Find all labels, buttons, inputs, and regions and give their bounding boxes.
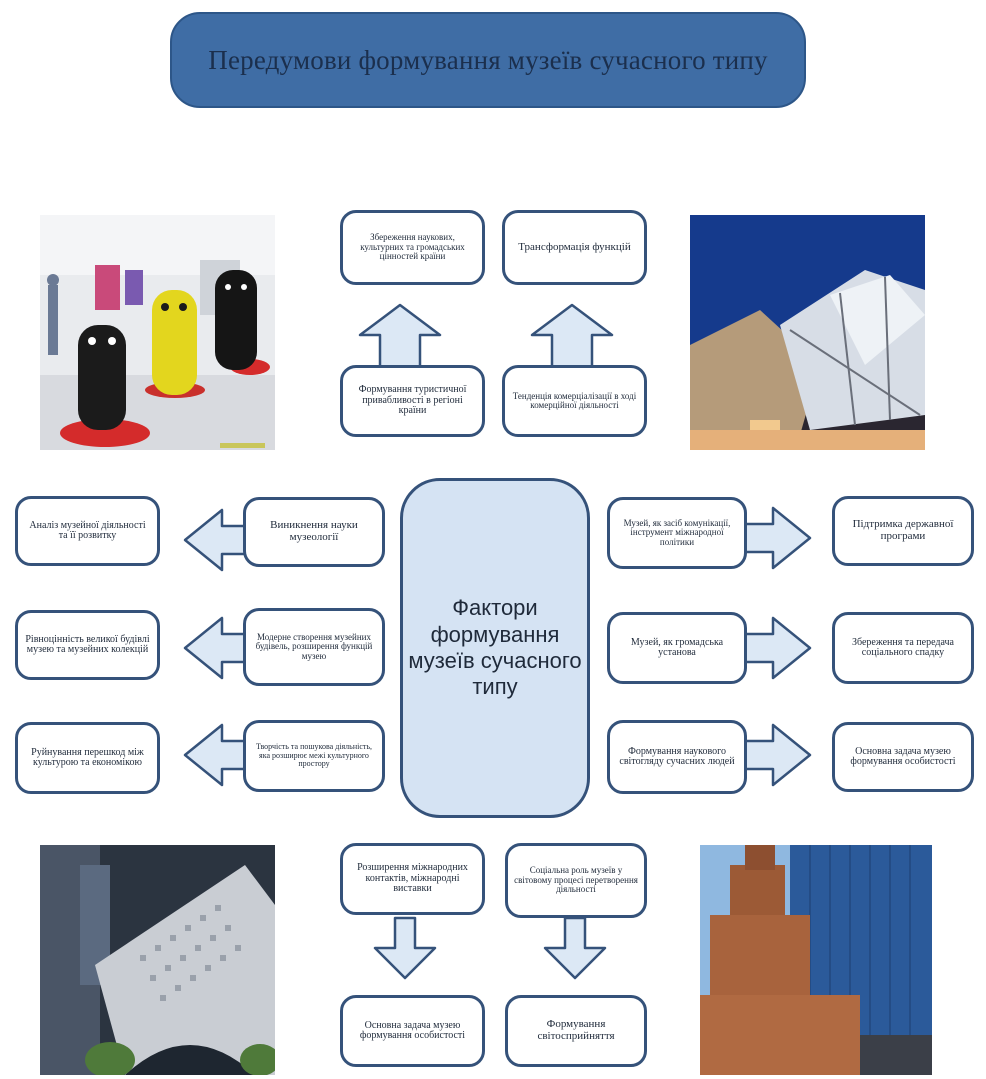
central-label: Фактори формування музеїв сучасного типу [408, 595, 582, 700]
arrow-down-right [543, 916, 607, 980]
perforated-museum-building-photo [40, 845, 275, 1075]
bottom-source-box-2: Соціальна роль музеїв у світовому процес… [505, 843, 647, 918]
crystal-museum-night-photo [690, 215, 925, 450]
bottom-source-box-1: Розширення міжнародних контактів, міжнар… [340, 843, 485, 915]
right-source-box-3: Формування наукового світогляду сучасних… [607, 720, 747, 794]
right-source-box-1: Музей, як засіб комунікації, інструмент … [607, 497, 747, 569]
right-outcome-box-2: Збереження та передача соціального спадк… [832, 612, 974, 684]
left-outcome-box-3: Руйнування перешкод між культурою та еко… [15, 722, 160, 794]
gallery-sculptures-photo [40, 215, 275, 450]
left-outcome-box-2: Рівноцінність великої будівлі музею та м… [15, 610, 160, 680]
right-outcome-box-3: Основна задача музею формування особисто… [832, 722, 974, 792]
brick-sculpture-tower-photo [700, 845, 932, 1075]
arrow-left-1 [183, 508, 252, 572]
arrow-right-3 [738, 723, 812, 787]
left-outcome-box-1: Аналіз музейної діяльності та її розвитк… [15, 496, 160, 566]
arrow-up-right [530, 303, 614, 374]
right-outcome-box-1: Підтримка державної програми [832, 496, 974, 566]
bottom-outcome-box-1: Основна задача музею формування особисто… [340, 995, 485, 1067]
arrow-left-2 [183, 616, 252, 680]
top-source-box-1: Формування туристичної привабливості в р… [340, 365, 485, 437]
arrow-left-3 [183, 723, 252, 787]
top-outcome-box-1: Збереження наукових, культурних та грома… [340, 210, 485, 285]
central-factors-box: Фактори формування музеїв сучасного типу [400, 478, 590, 818]
arrow-right-2 [738, 616, 812, 680]
title-banner: Передумови формування музеїв сучасного т… [170, 12, 806, 108]
left-source-box-3: Творчість та пошукова діяльність, яка ро… [243, 720, 385, 792]
left-source-box-1: Виникнення науки музеології [243, 497, 385, 567]
top-outcome-box-2: Трансформація функцій [502, 210, 647, 285]
arrow-up-left [358, 303, 442, 374]
right-source-box-2: Музей, як громадська установа [607, 612, 747, 684]
page-title: Передумови формування музеїв сучасного т… [208, 44, 768, 75]
top-source-box-2: Тенденція комерціалізації в ході комерці… [502, 365, 647, 437]
arrow-right-1 [738, 506, 812, 570]
arrow-down-left [373, 916, 437, 980]
left-source-box-2: Модерне створення музейних будівель, роз… [243, 608, 385, 686]
bottom-outcome-box-2: Формування світосприйняття [505, 995, 647, 1067]
